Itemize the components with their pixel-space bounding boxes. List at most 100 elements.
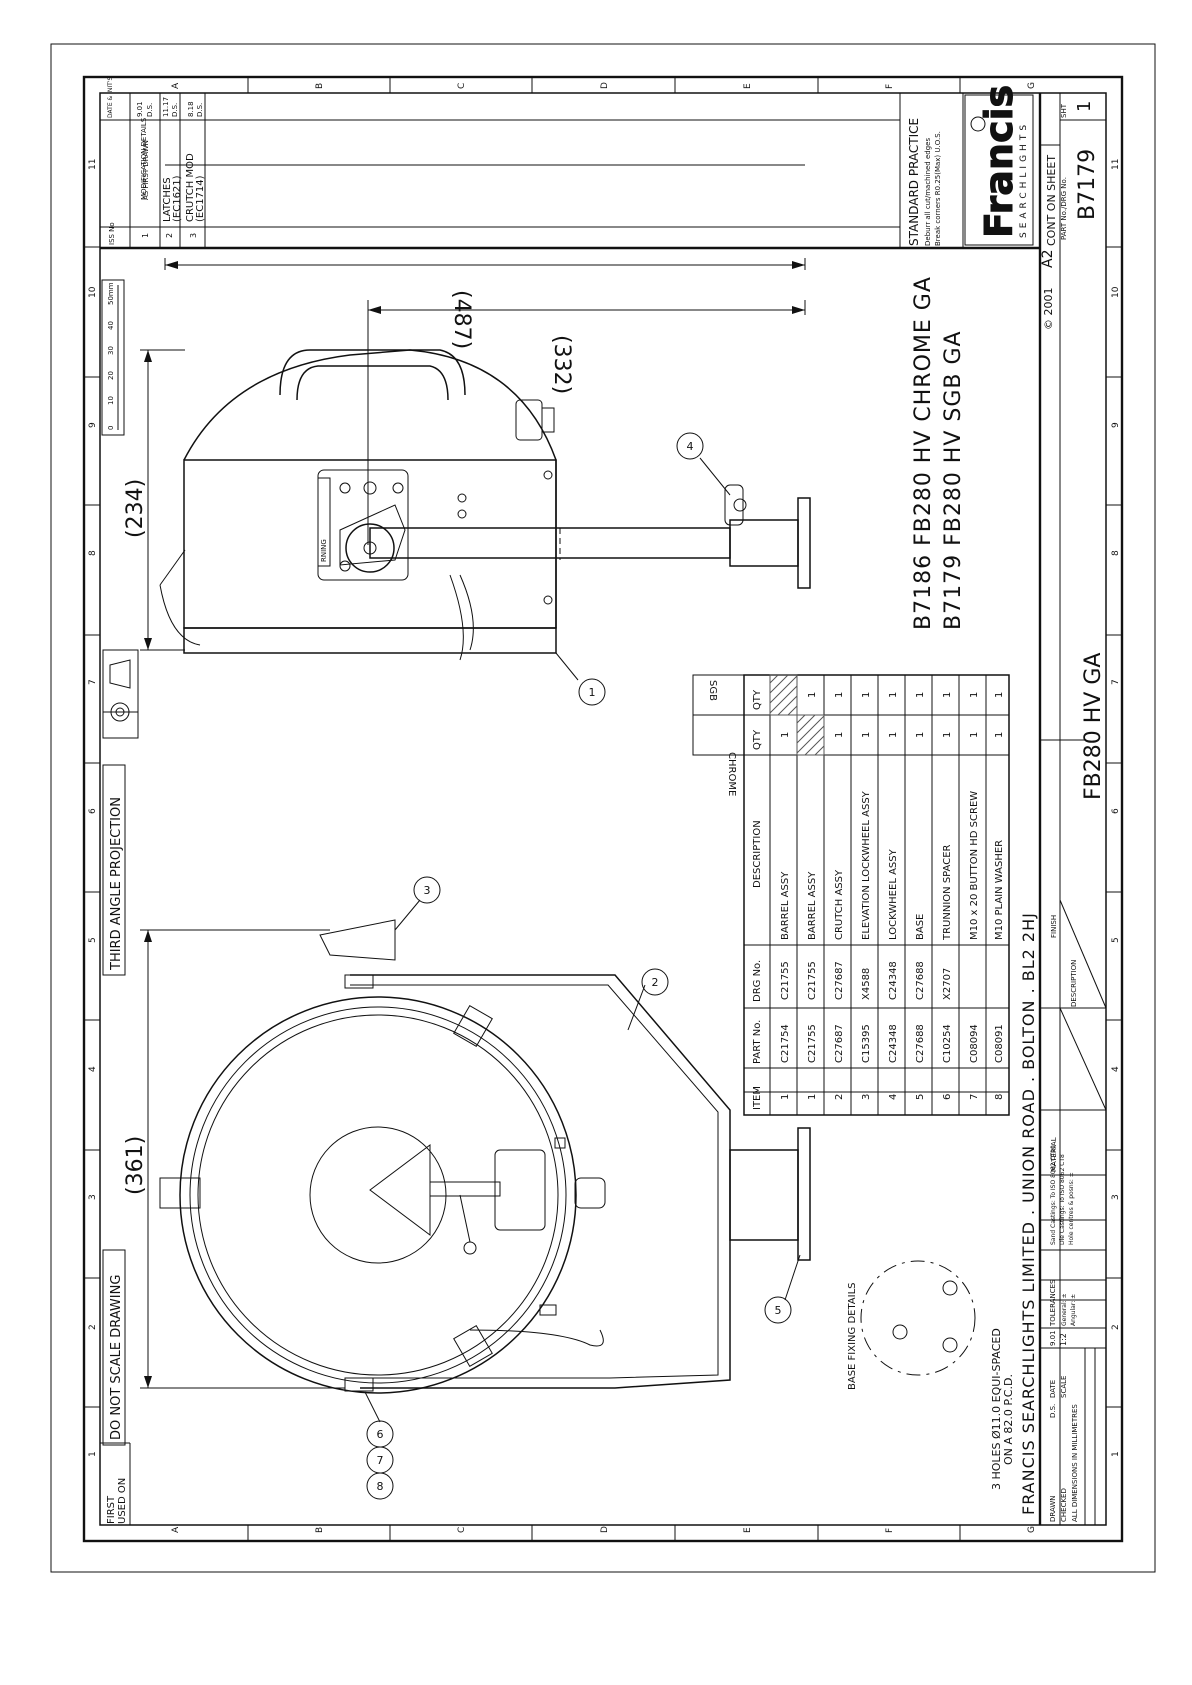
zone-number: 6 xyxy=(88,808,98,814)
svg-text:1: 1 xyxy=(861,692,872,698)
mod-row-iss: 1 xyxy=(141,233,150,238)
zone-label: F xyxy=(885,1528,895,1533)
modification-block: ISS No MODIFICATION DETAILS DATE & INIT'… xyxy=(100,77,1040,250)
mod-header-iss: ISS No xyxy=(108,222,116,245)
svg-text:X2707: X2707 xyxy=(942,968,953,1000)
table-row: 3 C15395 X4588 ELEVATION LOCKWHEEL ASSY … xyxy=(861,692,872,1100)
zone-label: C xyxy=(457,83,467,89)
svg-text:8: 8 xyxy=(994,1094,1005,1100)
svg-text:1: 1 xyxy=(807,692,818,698)
svg-text:1: 1 xyxy=(780,1094,791,1100)
zone-label: B xyxy=(315,83,325,89)
standard-practice-line: Deburr all cut/machined edges xyxy=(924,138,932,246)
zone-number: 8 xyxy=(88,550,98,556)
svg-text:1: 1 xyxy=(915,732,926,738)
svg-text:4: 4 xyxy=(888,1094,899,1100)
zone-number: 8 xyxy=(1111,550,1121,556)
svg-text:BASE: BASE xyxy=(915,914,926,940)
front-view xyxy=(159,919,811,1394)
svg-text:M10 x 20 BUTTON HD SCREW: M10 x 20 BUTTON HD SCREW xyxy=(969,791,980,940)
mod-row-date: 9.01 xyxy=(136,101,144,117)
svg-text:1: 1 xyxy=(942,692,953,698)
svg-text:BARREL ASSY: BARREL ASSY xyxy=(780,871,791,940)
all-dimensions-note: ALL DIMENSIONS IN MILLIMETRES xyxy=(1071,1404,1079,1522)
table-header-item: ITEM xyxy=(752,1086,763,1110)
zone-number: 4 xyxy=(88,1066,98,1072)
zone-number: 1 xyxy=(1111,1451,1121,1457)
mod-row-details-ref: (EC1621) xyxy=(172,175,183,222)
zone-label: G xyxy=(1027,1526,1037,1533)
scale-tick-label: 0 xyxy=(107,426,115,430)
svg-text:1: 1 xyxy=(888,692,899,698)
sheet-number: 1 xyxy=(1074,101,1095,112)
logo-subtitle: SEARCHLIGHTS xyxy=(1019,121,1029,238)
base-fixing-details: BASE FIXING DETAILS 3 HOLES Ø11.0 EQUI-S… xyxy=(847,1260,1015,1490)
title-block: FRANCIS SEARCHLIGHTS LIMITED . UNION ROA… xyxy=(1019,248,1107,1525)
outer-frame xyxy=(50,43,1156,1573)
zone-number: 11 xyxy=(88,159,98,170)
balloon-label: 1 xyxy=(589,686,596,699)
model-titles: B7186 FB280 HV CHROME GA B7179 FB280 HV … xyxy=(911,276,966,630)
balloon-label: 4 xyxy=(687,440,694,453)
mod-header-date: DATE & INIT'S xyxy=(107,77,114,118)
table-row: 5 C27688 C27688 BASE 1 1 xyxy=(915,692,926,1100)
mod-header-details: MODIFICATION DETAILS xyxy=(140,117,148,200)
svg-text:1: 1 xyxy=(834,732,845,738)
drawing-description: FB280 HV GA xyxy=(1081,653,1106,800)
standard-practice-title: STANDARD PRACTICE xyxy=(907,118,921,246)
front-dimensions: (361) xyxy=(123,929,345,1389)
mod-row-date: 8.18 xyxy=(187,101,195,117)
balloon-label: 6 xyxy=(377,1428,384,1441)
balloon xyxy=(578,678,606,706)
svg-text:C08094: C08094 xyxy=(969,1024,980,1063)
sheet-size: A2 xyxy=(1040,250,1056,268)
scale-tick-label: 30 xyxy=(107,346,115,355)
svg-text:C27688: C27688 xyxy=(915,1024,926,1063)
scale-tick-label: 10 xyxy=(107,396,115,405)
company-address: FRANCIS SEARCHLIGHTS LIMITED . UNION ROA… xyxy=(1019,912,1038,1515)
svg-text:1: 1 xyxy=(994,732,1005,738)
standard-practice-line: Break corners R0.25(Max) U.O.S. xyxy=(934,131,942,246)
zone-number: 4 xyxy=(1111,1066,1121,1072)
zone-number: 10 xyxy=(1111,286,1121,298)
zone-label: F xyxy=(885,84,895,89)
mod-row-iss: 2 xyxy=(165,233,174,238)
zone-label: D xyxy=(600,82,610,89)
balloon xyxy=(764,1296,792,1324)
tolerances-label: TOLERANCES xyxy=(1049,1279,1057,1327)
svg-text:1: 1 xyxy=(942,732,953,738)
dimension-487: (487) xyxy=(449,290,474,349)
cont-on-sheet-label: CONT ON SHEET xyxy=(1045,155,1058,246)
drawing-border xyxy=(82,75,1124,1543)
zone-number: 1 xyxy=(88,1451,98,1457)
tolerance-hole: Hole centres & posns: ± xyxy=(1068,1172,1075,1245)
zone-letters: A A B B C C D D E E F F G G 1 2 3 4 5 6 … xyxy=(88,82,1121,1533)
mod-row-details: LATCHES xyxy=(162,177,173,222)
scale-value: 1:2 xyxy=(1059,1333,1068,1346)
svg-text:C27687: C27687 xyxy=(834,1024,845,1063)
dimension-332: (332) xyxy=(549,335,574,394)
table-row: 6 C10254 X2707 TRUNNION SPACER 1 1 xyxy=(942,692,953,1100)
svg-text:C27688: C27688 xyxy=(915,961,926,1000)
zone-label: E xyxy=(743,1527,753,1533)
table-header-qty-chrome: QTY xyxy=(752,729,763,750)
zone-number: 6 xyxy=(1111,808,1121,814)
mod-row-details: AS FIRST DRAWN xyxy=(142,140,150,200)
drawn-value: D.S. xyxy=(1049,1404,1057,1418)
svg-text:C08091: C08091 xyxy=(994,1024,1005,1063)
zone-ticks xyxy=(84,77,1122,1541)
svg-text:1: 1 xyxy=(888,732,899,738)
copyright: © 2001 xyxy=(1042,288,1055,331)
sheet-info: CONT ON SHEET PART No./DRG No. SHT 1 B71… xyxy=(1038,93,1106,1525)
table-header-drg-no: DRG No. xyxy=(752,960,763,1002)
svg-text:C24348: C24348 xyxy=(888,961,899,1000)
scale-tick-label: 50mm xyxy=(107,282,115,305)
mod-row-details: CRUTCH MOD xyxy=(185,153,196,222)
logo-wordmark: Francis xyxy=(977,85,1021,238)
svg-text:C21754: C21754 xyxy=(780,1024,791,1063)
item-balloons: 1 2 3 4 5 6 7 8 xyxy=(364,432,801,1500)
balloon-label: 7 xyxy=(377,1454,384,1467)
svg-text:1: 1 xyxy=(834,692,845,698)
svg-text:CRUTCH ASSY: CRUTCH ASSY xyxy=(834,869,845,940)
svg-text:1: 1 xyxy=(861,732,872,738)
